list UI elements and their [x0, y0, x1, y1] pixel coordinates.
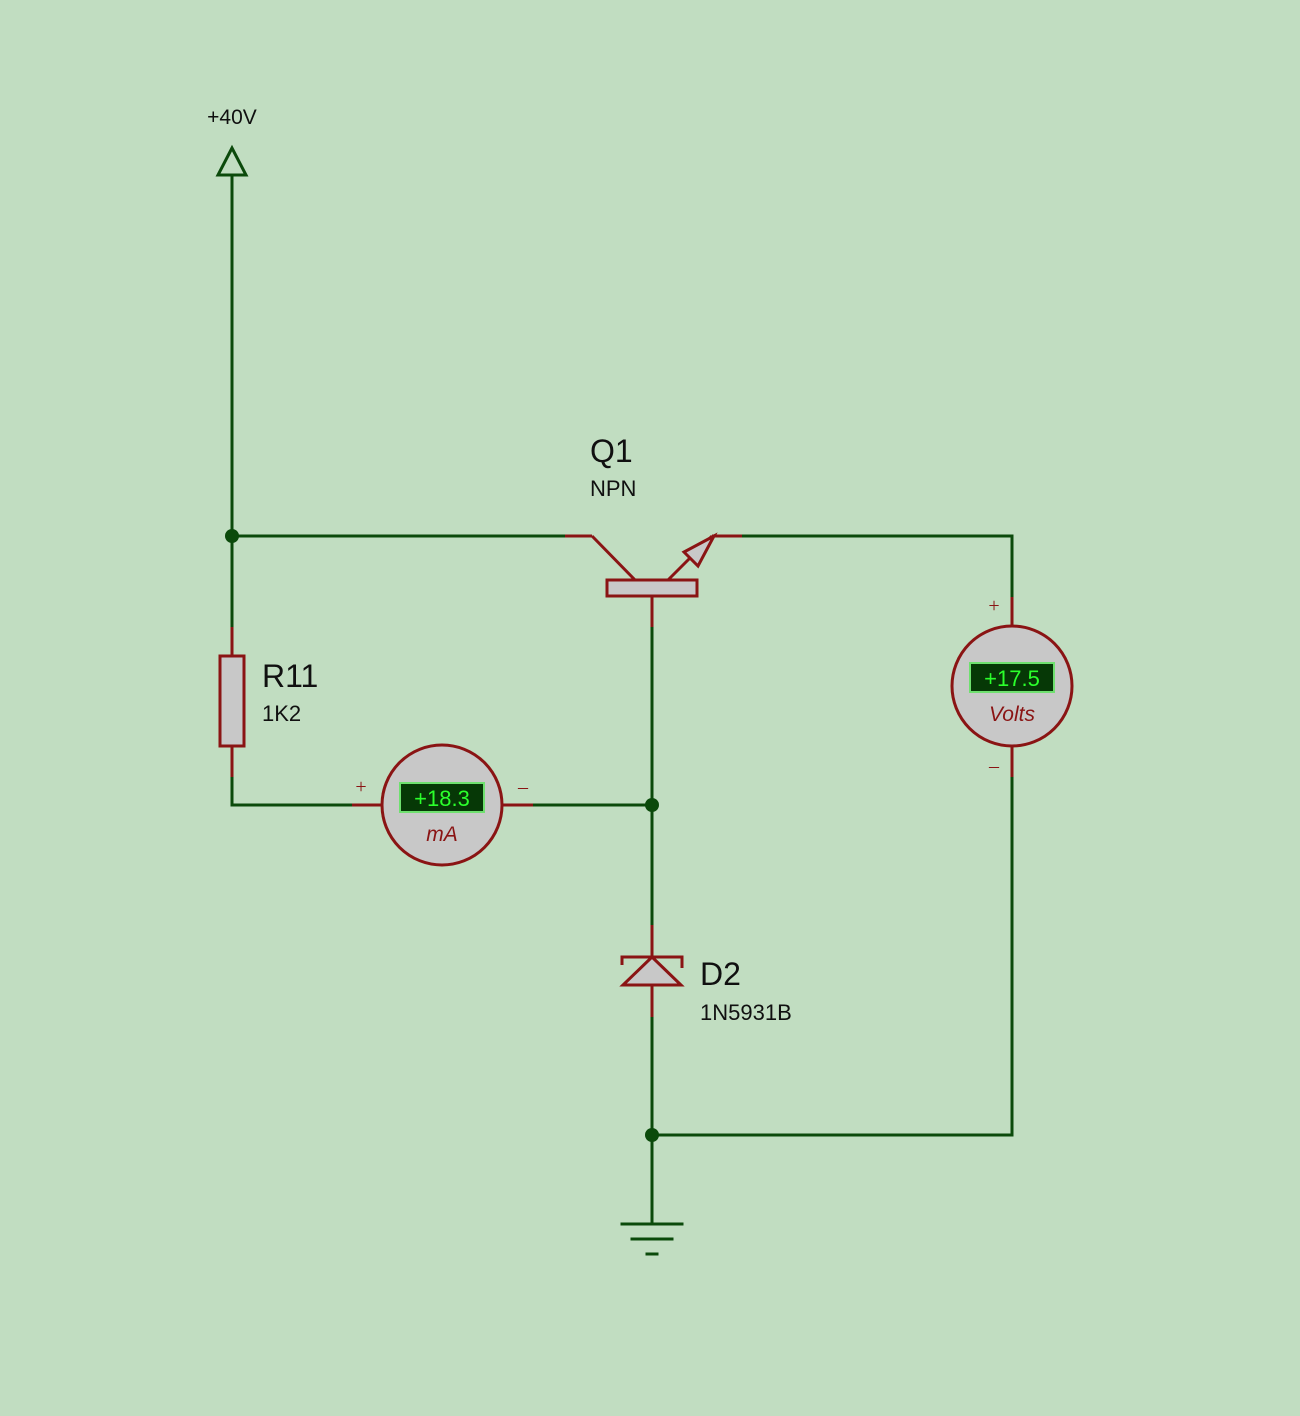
wires: [230, 173, 1014, 1225]
resistor-r11[interactable]: R11 1K2: [218, 627, 318, 777]
q1-type: NPN: [590, 476, 636, 501]
supply-label: +40V: [207, 106, 257, 129]
junction-ground: [645, 1128, 659, 1142]
voltmeter-plus-sign: +: [988, 595, 999, 617]
voltmeter-unit: Volts: [989, 703, 1035, 726]
voltmeter-reading: +17.5: [984, 666, 1040, 691]
d2-triangle-icon: [619, 954, 685, 987]
ammeter-minus-sign: –: [517, 776, 529, 798]
wire-emitter-to-voltmeter: [740, 534, 1014, 599]
d2-ref: D2: [700, 956, 741, 992]
wire-resistor-to-ammeter: [230, 775, 354, 807]
r11-body: [218, 654, 246, 748]
voltmeter[interactable]: +17.5 Volts + –: [950, 595, 1074, 777]
supply-arrow-icon: [215, 144, 249, 177]
q1-base-bar: [605, 578, 699, 598]
ammeter[interactable]: +18.3 mA + –: [352, 743, 533, 867]
r11-value: 1K2: [262, 701, 301, 726]
voltmeter-minus-sign: –: [988, 755, 1000, 777]
q1-collector-diagonal: [590, 534, 637, 582]
ammeter-reading: +18.3: [414, 786, 470, 811]
d2-part: 1N5931B: [700, 1000, 792, 1025]
q1-emitter-arrow-icon: [681, 532, 718, 569]
ammeter-unit: mA: [426, 823, 458, 846]
q1-ref: Q1: [590, 433, 633, 469]
wire-ground-node-to-voltmeter: [650, 775, 1014, 1137]
transistor-q1[interactable]: Q1 NPN: [565, 433, 742, 627]
zener-d2[interactable]: D2 1N5931B: [619, 925, 792, 1025]
ammeter-display: [399, 782, 485, 813]
ground-icon: [620, 1222, 684, 1256]
ammeter-plus-sign: +: [355, 776, 366, 798]
voltmeter-display: [969, 662, 1055, 693]
supply-terminal: +40V: [207, 106, 257, 177]
junction-supply: [225, 529, 239, 543]
r11-ref: R11: [262, 658, 318, 694]
junction-base: [645, 798, 659, 812]
